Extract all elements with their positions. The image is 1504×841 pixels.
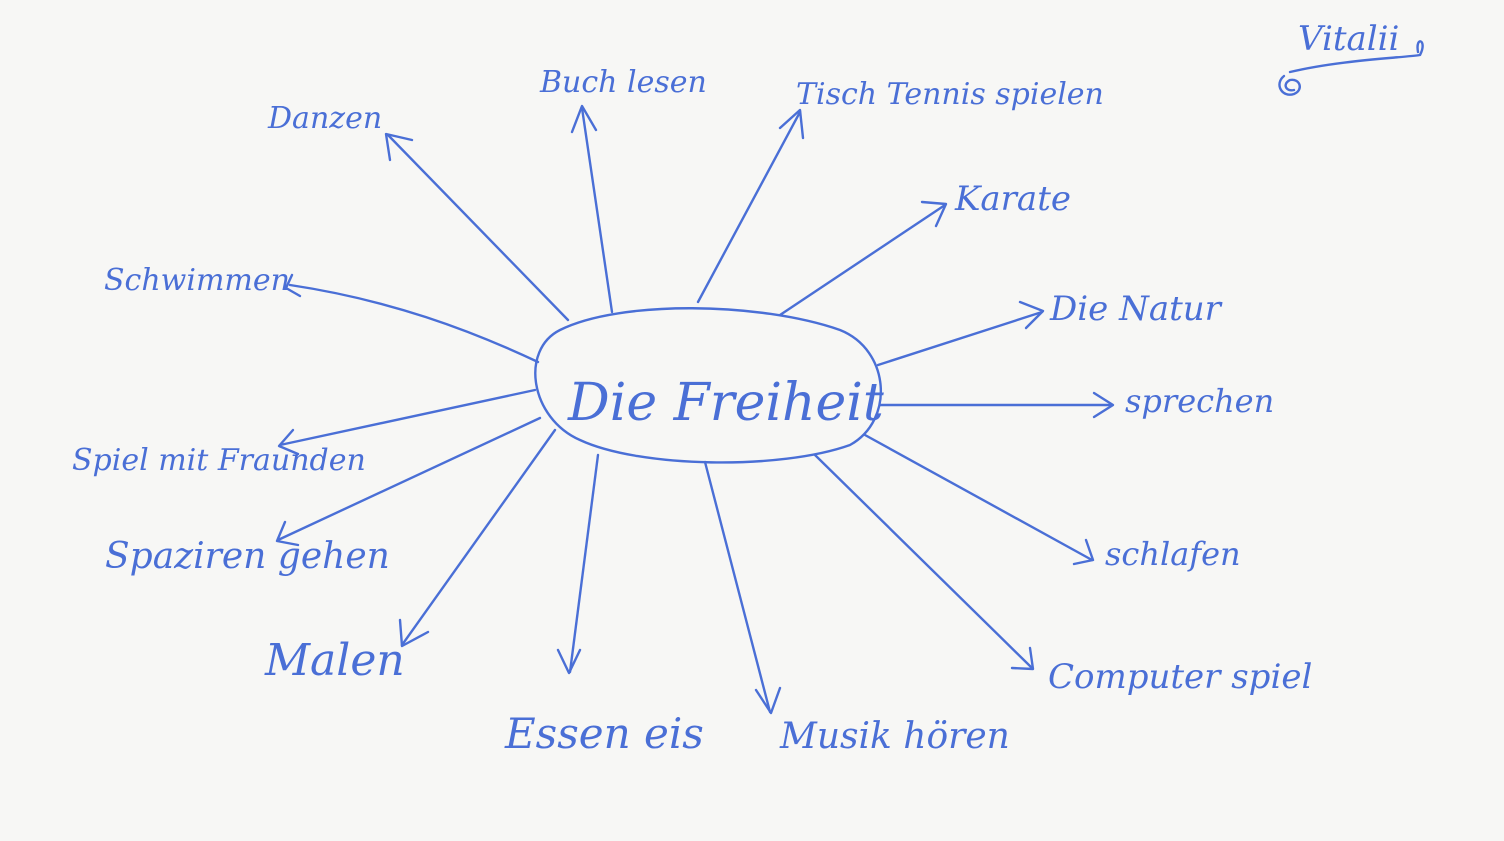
arrowhead-icon bbox=[1018, 300, 1045, 330]
arrowhead-icon bbox=[275, 520, 300, 547]
branch-spiel-mit-freunden: Spiel mit Fraunden bbox=[72, 388, 537, 478]
branch-spaziren-gehen: Spaziren gehen bbox=[105, 416, 542, 577]
branch-line bbox=[568, 453, 600, 674]
branch-line bbox=[696, 110, 802, 304]
branch-label-die-natur: Die Natur bbox=[1049, 289, 1223, 329]
branch-line bbox=[863, 433, 1094, 562]
branch-label-danzen: Danzen bbox=[267, 101, 382, 136]
branch-line bbox=[813, 453, 1034, 670]
branch-label-schlafen: schlafen bbox=[1105, 535, 1241, 573]
arrowhead-icon bbox=[1072, 538, 1095, 566]
arrowhead-icon bbox=[398, 618, 430, 648]
branch-essen-eis: Essen eis bbox=[504, 453, 704, 758]
branch-label-spaziren-gehen: Spaziren gehen bbox=[105, 536, 390, 577]
branch-computer-spiel: Computer spiel bbox=[813, 453, 1312, 697]
branch-karate: Karate bbox=[778, 179, 1071, 317]
branch-label-musik-hoeren: Musik hören bbox=[779, 716, 1010, 757]
branch-line bbox=[276, 416, 542, 542]
branch-sprechen: sprechen bbox=[878, 382, 1274, 420]
arrowhead-icon bbox=[570, 104, 598, 134]
branch-label-buch-lesen: Buch lesen bbox=[539, 65, 707, 100]
branch-line bbox=[386, 133, 570, 322]
arrowhead-icon bbox=[778, 108, 805, 140]
branch-line bbox=[876, 310, 1044, 367]
center-label: Die Freiheit bbox=[567, 373, 884, 433]
branch-label-sprechen: sprechen bbox=[1125, 382, 1274, 420]
branch-musik-hoeren: Musik hören bbox=[703, 460, 1010, 757]
center-node: Die Freiheit bbox=[534, 307, 884, 464]
branch-line bbox=[278, 388, 537, 447]
signature: Vitalii bbox=[1278, 19, 1424, 96]
branch-tisch-tennis: Tisch Tennis spielen bbox=[696, 77, 1104, 304]
branch-label-computer-spiel: Computer spiel bbox=[1048, 657, 1312, 697]
arrowhead-icon bbox=[920, 200, 948, 228]
center-ellipse bbox=[534, 307, 882, 464]
branch-line bbox=[703, 460, 772, 714]
branch-label-spiel-mit-freunden: Spiel mit Fraunden bbox=[72, 443, 366, 478]
branch-line bbox=[580, 106, 614, 314]
branch-malen: Malen bbox=[264, 428, 557, 686]
branch-buch-lesen: Buch lesen bbox=[539, 65, 707, 314]
branch-danzen: Danzen bbox=[267, 101, 570, 322]
branch-line bbox=[400, 428, 557, 647]
signature-underline bbox=[1288, 40, 1424, 74]
signature-text: Vitalii bbox=[1298, 19, 1399, 59]
arrowhead-icon bbox=[556, 648, 582, 675]
arrowhead-icon bbox=[1092, 391, 1115, 419]
branch-die-natur: Die Natur bbox=[876, 289, 1223, 367]
branch-schwimmen: Schwimmen bbox=[104, 263, 540, 364]
branch-line bbox=[778, 203, 947, 317]
branch-label-karate: Karate bbox=[954, 179, 1071, 219]
branch-label-schwimmen: Schwimmen bbox=[104, 263, 290, 298]
signature-swirl-icon bbox=[1278, 74, 1301, 96]
arrowhead-icon bbox=[384, 132, 414, 162]
arrowhead-icon bbox=[277, 428, 300, 456]
branch-label-malen: Malen bbox=[264, 635, 405, 686]
arrowhead-icon bbox=[754, 686, 782, 715]
branch-line bbox=[288, 283, 540, 364]
arrowhead-icon bbox=[1010, 646, 1035, 671]
branch-label-tisch-tennis-spielen: Tisch Tennis spielen bbox=[796, 77, 1104, 112]
arrowhead-icon bbox=[284, 273, 302, 298]
branch-label-essen-eis: Essen eis bbox=[504, 709, 704, 758]
branch-schlafen: schlafen bbox=[863, 433, 1241, 573]
